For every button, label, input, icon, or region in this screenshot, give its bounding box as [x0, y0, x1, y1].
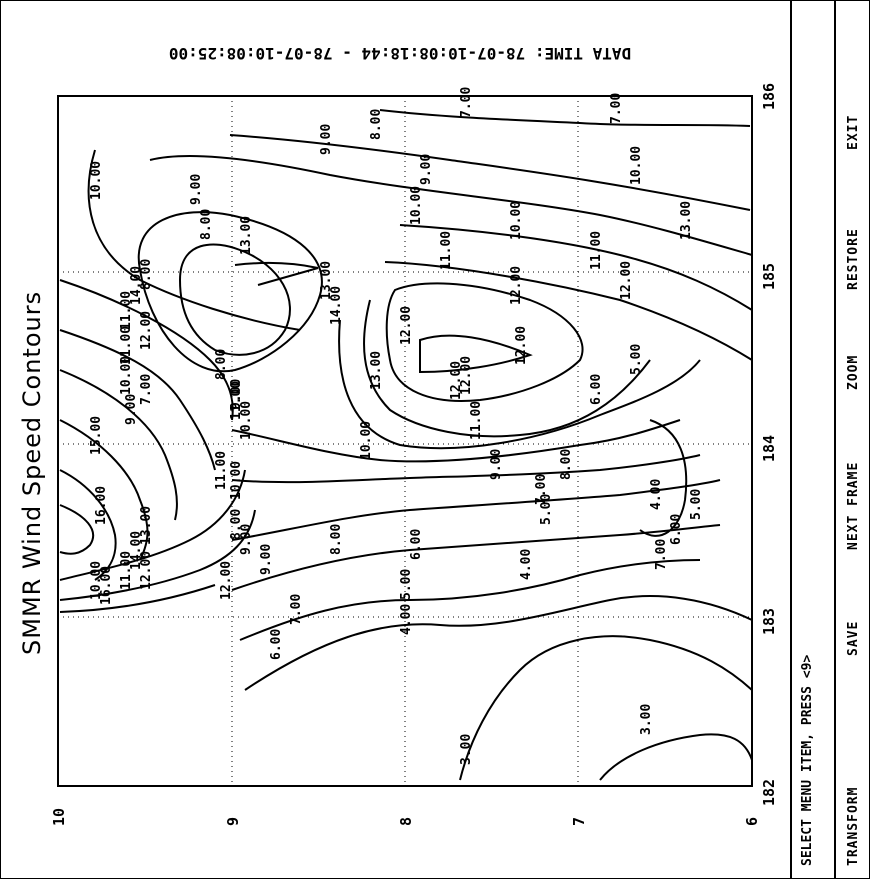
contour-label: 4.00 [519, 549, 534, 580]
contour-label: 8.00 [329, 524, 344, 555]
axis-tick-185: 185 [760, 262, 778, 290]
contour-label: 3.00 [639, 704, 654, 735]
contour-label: 12.00 [459, 356, 474, 395]
contour-label: 5.00 [629, 344, 644, 375]
contour-label: 6.00 [409, 529, 424, 560]
contour-label: 12.00 [219, 561, 234, 600]
contour-label: 12.00 [449, 361, 464, 400]
contour-label: 9.00 [239, 524, 254, 555]
contour-label: 13.00 [239, 216, 254, 255]
grid-lines [58, 96, 752, 786]
contour-label: 6.00 [269, 629, 284, 660]
contour-label: 10.00 [239, 401, 254, 440]
contour-label: 10.00 [409, 186, 424, 225]
axis-tick-186: 186 [760, 82, 778, 110]
contour-label: 13.00 [369, 351, 384, 390]
contour-label: 9.00 [124, 394, 139, 425]
axis-tick-183: 183 [760, 607, 778, 635]
contour-label: 8.00 [369, 109, 384, 140]
menu-item-save[interactable]: SAVE [846, 620, 861, 656]
contour-label: 9.00 [259, 544, 274, 575]
contour-label: 5.00 [399, 569, 414, 600]
contour-label: 5.00 [689, 489, 704, 520]
contour-label: 12.00 [509, 266, 524, 305]
contour-label: 14.00 [329, 286, 344, 325]
contour-label: 10.00 [89, 161, 104, 200]
contour-label: 13.00 [139, 506, 154, 545]
contour-label: 5.00 [539, 494, 554, 525]
contour-label: 7.00 [609, 93, 624, 124]
menu-separator [790, 0, 792, 879]
contour-label: 13.00 [679, 201, 694, 240]
axis-tick-10: 10 [50, 807, 68, 826]
contour-label: 9.00 [189, 174, 204, 205]
contour-label: 8.00 [199, 209, 214, 240]
contour-label: 11.00 [119, 551, 134, 590]
contour-label: 8.00 [214, 349, 229, 380]
axis-tick-7: 7 [570, 816, 588, 826]
contour-label: 10.00 [509, 201, 524, 240]
contour-label: 10.00 [89, 561, 104, 600]
contour-label: 11.00 [119, 326, 134, 365]
contour-label: 11.00 [439, 231, 454, 270]
contour-label: 9.00 [229, 379, 244, 410]
contour-label: 10.00 [629, 146, 644, 185]
contour-label: 8.00 [559, 449, 574, 480]
contour-label: 8.00 [229, 509, 244, 540]
contour-label: 15.00 [89, 416, 104, 455]
contour-label: 6.00 [669, 514, 684, 545]
menu-separator-right [834, 0, 836, 879]
axis-tick-8: 8 [397, 816, 415, 826]
menu-item-exit[interactable]: EXIT [846, 114, 861, 150]
contour-label: 9.00 [489, 449, 504, 480]
menu-item-transform[interactable]: TRANSFORM [846, 786, 861, 866]
contour-label: 12.00 [139, 551, 154, 590]
contour-label: 16.00 [99, 566, 114, 605]
contour-lines [59, 109, 753, 781]
contour-label: 14.00 [129, 266, 144, 305]
contour-label: 11.00 [469, 401, 484, 440]
contour-label: 16.00 [94, 486, 109, 525]
menu-item-next-frame[interactable]: NEXT FRAME [846, 461, 861, 550]
contour-label: 10.00 [119, 356, 134, 395]
contour-label: 7.00 [289, 594, 304, 625]
contour-label: 14.00 [129, 531, 144, 570]
contour-label: 10.00 [359, 421, 374, 460]
contour-label: 7.00 [534, 474, 549, 505]
contour-label: 4.00 [649, 479, 664, 510]
contour-label: 4.00 [399, 604, 414, 635]
axis-tick-9: 9 [224, 816, 242, 826]
contour-label: 12.00 [619, 261, 634, 300]
contour-label: 11.00 [119, 291, 134, 330]
contour-label: 8.00 [139, 259, 154, 290]
contour-label: 13.00 [319, 261, 334, 300]
axis-tick-182: 182 [760, 778, 778, 806]
contour-label: 7.00 [139, 374, 154, 405]
axis-tick-6: 6 [743, 816, 761, 826]
contour-label: 11.00 [214, 451, 229, 490]
contour-label: 11.00 [229, 381, 244, 420]
menu-item-zoom[interactable]: ZOOM [846, 354, 861, 390]
contour-label: 7.00 [459, 87, 474, 118]
contour-label: 12.00 [139, 311, 154, 350]
contour-label: 7.00 [654, 539, 669, 570]
contour-label: 3.00 [459, 734, 474, 765]
contour-label: 6.00 [589, 374, 604, 405]
contour-label: 10.00 [229, 461, 244, 500]
menu-item-restore[interactable]: RESTORE [846, 228, 861, 290]
contour-label: 9.00 [419, 154, 434, 185]
contour-label: 12.00 [514, 326, 529, 365]
axis-tick-184: 184 [760, 434, 778, 462]
contour-label: 9.00 [319, 124, 334, 155]
contour-label: 11.00 [589, 231, 604, 270]
contour-label: 12.00 [399, 306, 414, 345]
status-prompt: SELECT MENU ITEM, PRESS <9> [800, 654, 815, 866]
